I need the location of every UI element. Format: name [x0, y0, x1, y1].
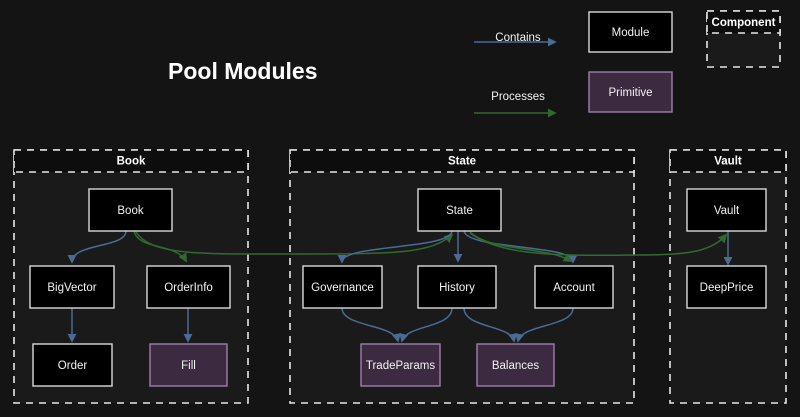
- edge-history-tradeparams: [399, 307, 453, 343]
- node-vault-label: Vault: [714, 205, 740, 217]
- node-balances[interactable]: Balances: [476, 343, 555, 387]
- legend-primitive-label: Primitive: [608, 87, 652, 99]
- node-deepprice[interactable]: DeepPrice: [686, 265, 767, 309]
- edge-history-balances: [463, 307, 518, 343]
- legend-processes: Processes: [474, 91, 557, 118]
- node-vault[interactable]: Vault: [686, 188, 767, 232]
- edge-state-governance: [337, 230, 453, 264]
- node-governance-label: Governance: [311, 282, 374, 294]
- node-balances-label: Balances: [492, 360, 540, 372]
- page-title: Pool Modules: [168, 58, 318, 84]
- node-fill-label: Fill: [181, 360, 196, 372]
- legend-contains-label: Contains: [495, 32, 541, 44]
- node-book[interactable]: Book: [88, 188, 173, 232]
- node-deepprice-label: DeepPrice: [700, 282, 754, 294]
- legend-module-label: Module: [612, 27, 650, 39]
- node-order[interactable]: Order: [32, 343, 113, 387]
- node-history-label: History: [439, 282, 475, 294]
- edge-account-balances: [515, 307, 574, 343]
- edge-state-vault: [469, 232, 728, 257]
- node-order-label: Order: [58, 360, 88, 372]
- node-state[interactable]: State: [417, 188, 502, 232]
- node-state-label: State: [446, 205, 473, 217]
- edge-governance-tradeparams: [341, 307, 401, 343]
- node-tradeparams-label: TradeParams: [366, 360, 435, 372]
- cluster-state-label: State: [448, 156, 476, 168]
- legend-module-swatch: Module: [588, 11, 673, 53]
- node-orderinfo-label: OrderInfo: [164, 282, 213, 294]
- edge-book-state: [135, 231, 454, 255]
- node-bigvector-label: BigVector: [47, 282, 96, 294]
- legend-component-swatch: Component: [706, 10, 781, 68]
- legend-component-label: Component: [712, 17, 776, 29]
- node-tradeparams[interactable]: TradeParams: [360, 343, 441, 387]
- node-fill[interactable]: Fill: [149, 343, 228, 387]
- node-account[interactable]: Account: [534, 265, 614, 309]
- legend-processes-label: Processes: [491, 91, 545, 103]
- edge-book-bigvector: [67, 230, 127, 264]
- node-orderinfo[interactable]: OrderInfo: [146, 265, 231, 309]
- cluster-book-label: Book: [117, 156, 146, 168]
- legend-contains: Contains: [474, 32, 557, 47]
- node-history[interactable]: History: [417, 265, 497, 309]
- node-account-label: Account: [553, 282, 595, 294]
- edge-layer: [67, 230, 733, 343]
- legend-primitive-swatch: Primitive: [588, 71, 673, 113]
- node-governance[interactable]: Governance: [302, 265, 383, 309]
- node-bigvector[interactable]: BigVector: [29, 265, 115, 309]
- node-book-label: Book: [117, 205, 143, 217]
- cluster-vault-label: Vault: [714, 156, 742, 168]
